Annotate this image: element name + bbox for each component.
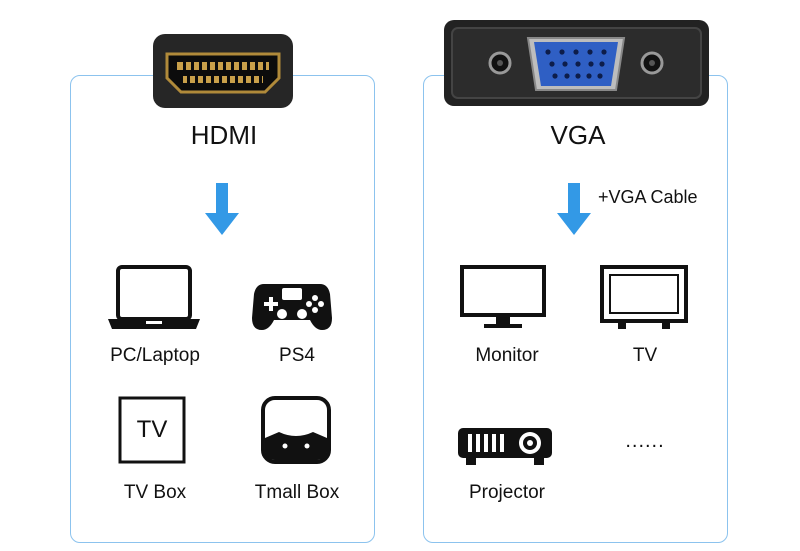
device-label-projector: Projector — [468, 482, 546, 503]
vga-cable-note: +VGA Cable — [598, 187, 698, 207]
projector-icon — [458, 428, 552, 465]
laptop-icon — [108, 265, 200, 329]
tmall-box-icon — [261, 396, 331, 464]
hdmi-connector-icon — [153, 34, 293, 108]
device-label-monitor: Monitor — [475, 345, 539, 366]
hdmi-title: HDMI — [190, 120, 258, 150]
device-label-tv-box: TV Box — [123, 482, 187, 503]
vga-down-arrow-icon — [557, 183, 591, 235]
vga-title: VGA — [550, 120, 606, 150]
tv-box-icon — [118, 396, 186, 464]
tv-box-icon-text: TV — [136, 416, 168, 443]
monitor-icon — [460, 265, 546, 328]
device-label-ps4: PS4 — [279, 345, 315, 366]
device-label-tmall-box: Tmall Box — [254, 482, 340, 503]
tv-icon — [600, 265, 688, 329]
vga-connector-icon — [444, 20, 709, 106]
gamepad-icon — [252, 284, 332, 330]
more-devices-ellipsis: ...... — [625, 430, 665, 452]
device-label-pc-laptop: PC/Laptop — [110, 345, 200, 366]
device-label-tv: TV — [632, 345, 658, 366]
hdmi-down-arrow-icon — [205, 183, 239, 235]
